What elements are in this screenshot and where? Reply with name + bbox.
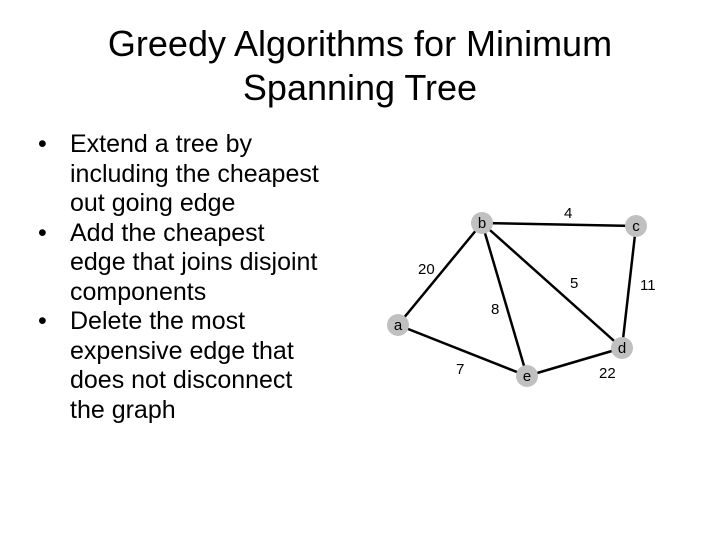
bullet-glyph: •: [38, 307, 47, 335]
bullet-2-line-2: edge that joins disjoint: [70, 248, 318, 276]
edge-weight-b-c: 4: [564, 205, 572, 222]
edge-weight-layer: 20 4 8 5 11 7 22: [418, 205, 656, 382]
edge-weight-a-b: 20: [418, 261, 435, 278]
node-label-b: b: [478, 215, 486, 232]
edge-weight-e-d: 22: [599, 365, 616, 382]
edge-b-c: [481, 221, 637, 228]
bullet-list: • Extend a tree by including the cheapes…: [38, 130, 378, 425]
node-d: d: [611, 337, 633, 359]
slide-title-line-1: Greedy Algorithms for Minimum: [107, 23, 613, 64]
bullet-3-line-4: the graph: [70, 395, 176, 424]
node-b: b: [471, 212, 493, 234]
bullet-1-line-3: out going edge: [70, 189, 236, 217]
bullet-3-line-2: expensive edge that: [70, 336, 294, 365]
edge-e-d: [526, 346, 623, 378]
slide-title: Greedy Algorithms for Minimum Spanning T…: [40, 22, 680, 110]
slide-title-line-2: Spanning Tree: [242, 67, 478, 108]
bullet-2-line-1: Add the cheapest: [70, 218, 265, 247]
edge-c-d: [620, 225, 638, 349]
node-circle-c: [625, 215, 647, 237]
node-c: c: [625, 215, 647, 237]
node-label-d: d: [618, 340, 626, 357]
bullet-item-3: • Delete the most expensive edge that do…: [38, 307, 378, 425]
edge-b-e: [480, 222, 529, 377]
edge-layer: [397, 221, 638, 378]
node-circle-d: [611, 337, 633, 359]
node-label-a: a: [394, 317, 403, 334]
bullet-item-1: • Extend a tree by including the cheapes…: [38, 130, 378, 219]
bullet-glyph: •: [38, 130, 47, 158]
node-label-e: e: [523, 368, 531, 385]
edge-a-e: [397, 323, 528, 378]
edge-b-d: [481, 222, 623, 349]
edge-weight-b-e: 8: [491, 301, 499, 318]
node-label-c: c: [632, 218, 640, 235]
node-layer: a b c d e: [387, 212, 647, 387]
bullet-3-line-3: does not disconnect: [70, 366, 293, 394]
bullet-1-line-2: including the cheapest: [70, 159, 319, 188]
bullet-item-2: • Add the cheapest edge that joins disjo…: [38, 219, 378, 308]
bullet-glyph: •: [38, 218, 47, 247]
node-circle-a: [387, 314, 409, 336]
node-circle-e: [516, 365, 538, 387]
node-a: a: [387, 314, 409, 336]
graph-diagram: 20 4 8 5 11 7 22 a b c d e: [387, 205, 656, 387]
bullet-3-line-1: Delete the most: [70, 307, 246, 335]
node-e: e: [516, 365, 538, 387]
bullet-1-line-1: Extend a tree by: [70, 130, 253, 158]
bullet-2-line-3: components: [70, 277, 207, 306]
edge-weight-c-d: 11: [640, 277, 656, 294]
edge-weight-b-d: 5: [570, 275, 578, 292]
edge-a-b: [397, 222, 483, 326]
node-circle-b: [471, 212, 493, 234]
edge-weight-a-e: 7: [456, 361, 464, 378]
